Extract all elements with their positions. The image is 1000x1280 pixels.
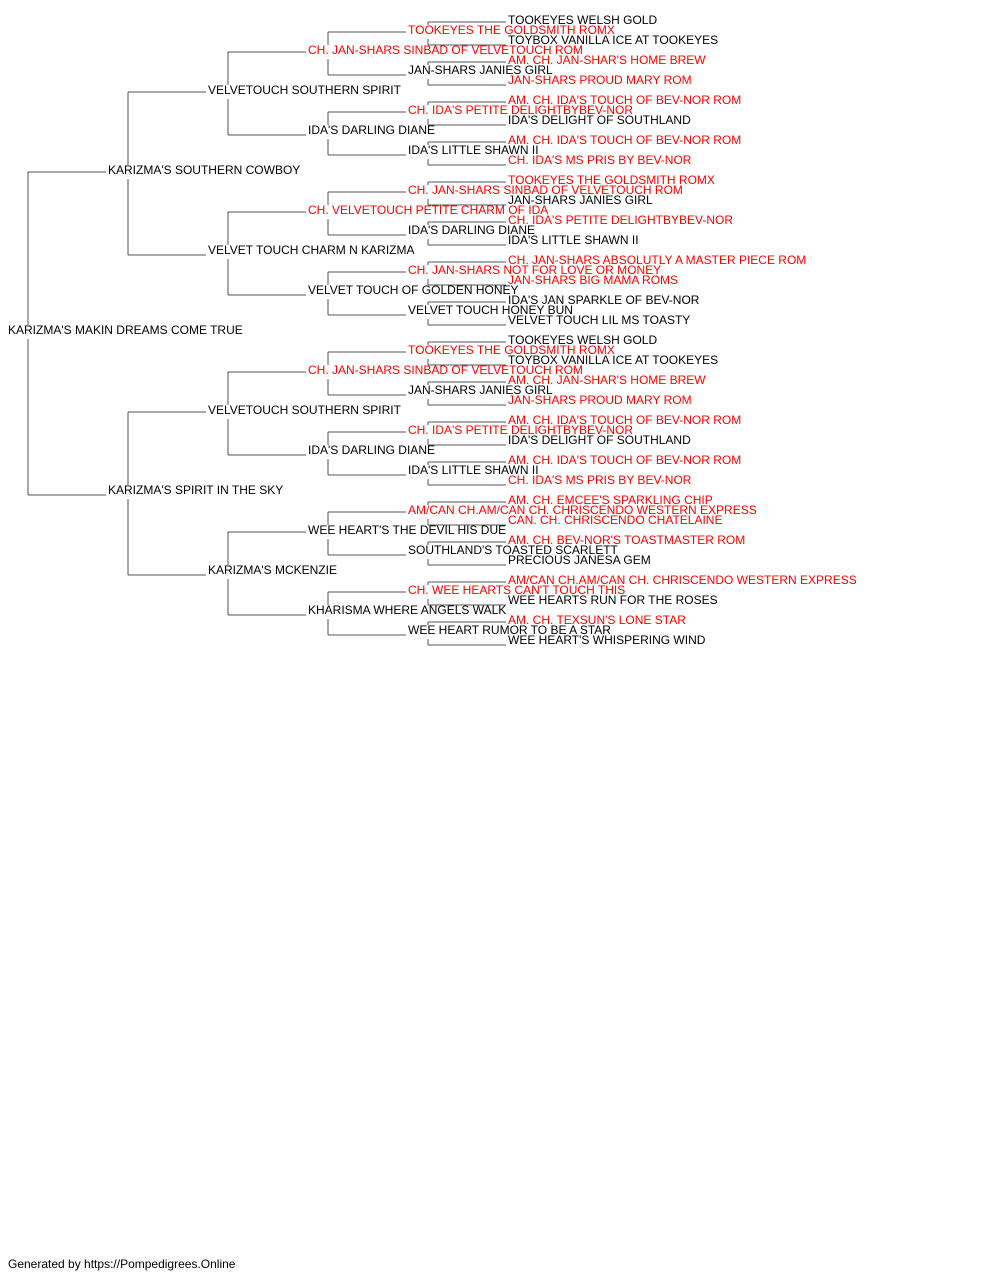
dog-name-gen5: JAN-SHARS BIG MAMA ROMS [508,273,678,287]
dog-name-gen4: WEE HEART RUMOR TO BE A STAR [408,623,611,637]
dog-name-gen5: JAN-SHARS PROUD MARY ROM [508,73,692,87]
dog-name-gen5: CH. IDA'S MS PRIS BY BEV-NOR [508,473,692,487]
dog-name-gen5: JAN-SHARS PROUD MARY ROM [508,393,692,407]
dog-name-gen3: WEE HEART'S THE DEVIL HIS DUE [308,523,506,537]
dog-name-gen2: VELVETOUCH SOUTHERN SPIRIT [208,83,402,97]
dog-name-gen5: AM. CH. TEXSUN'S LONE STAR [508,613,686,627]
dog-name-gen2: VELVET TOUCH CHARM N KARIZMA [208,243,414,257]
dog-name-gen5: IDA'S JAN SPARKLE OF BEV-NOR [508,293,700,307]
dog-name-gen4: SOUTHLAND'S TOASTED SCARLETT [408,543,619,557]
dog-name-gen4: CH. IDA'S PETITE DELIGHTBYBEV-NOR [408,423,633,437]
dog-name-gen5: VELVET TOUCH LIL MS TOASTY [508,313,690,327]
dog-name-gen5: AM. CH. IDA'S TOUCH OF BEV-NOR ROM [508,453,741,467]
dog-name-gen4: CH. JAN-SHARS NOT FOR LOVE OR MONEY [408,263,661,277]
dog-name-gen5: AM. CH. BEV-NOR'S TOASTMASTER ROM [508,533,745,547]
dog-name-gen5: AM. CH. JAN-SHAR'S HOME BREW [508,53,706,67]
dog-name-gen4: IDA'S DARLING DIANE [408,223,535,237]
dog-name-gen5: AM. CH. IDA'S TOUCH OF BEV-NOR ROM [508,413,741,427]
dog-name-gen5: IDA'S DELIGHT OF SOUTHLAND [508,433,691,447]
dog-name-gen4: JAN-SHARS JANIES GIRL [408,63,553,77]
dog-name-gen0: KARIZMA'S MAKIN DREAMS COME TRUE [8,323,243,337]
dog-name-gen4: IDA'S LITTLE SHAWN II [408,143,539,157]
dog-name-gen5: TOYBOX VANILLA ICE AT TOOKEYES [508,33,718,47]
dog-name-gen1: KARIZMA'S SPIRIT IN THE SKY [108,483,283,497]
dog-name-gen4: CH. JAN-SHARS SINBAD OF VELVETOUCH ROM [408,183,683,197]
dog-name-gen5: CH. JAN-SHARS ABSOLUTLY A MASTER PIECE R… [508,253,806,267]
dog-name-gen5: PRECIOUS JANESA GEM [508,553,651,567]
dog-name-gen5: IDA'S LITTLE SHAWN II [508,233,639,247]
dog-name-gen5: IDA'S DELIGHT OF SOUTHLAND [508,113,691,127]
dog-name-gen5: AM/CAN CH.AM/CAN CH. CHRISCENDO WESTERN … [508,573,857,587]
dog-name-gen5: TOOKEYES WELSH GOLD [508,13,657,27]
dog-name-gen2: KARIZMA'S MCKENZIE [208,563,337,577]
dog-name-gen5: WEE HEARTS RUN FOR THE ROSES [508,593,718,607]
dog-name-gen5: AM. CH. JAN-SHAR'S HOME BREW [508,373,706,387]
dog-name-gen5: WEE HEART'S WHISPERING WIND [508,633,706,647]
dog-name-gen2: VELVETOUCH SOUTHERN SPIRIT [208,403,402,417]
dog-name-gen1: KARIZMA'S SOUTHERN COWBOY [108,163,300,177]
dog-name-gen3: KHARISMA WHERE ANGELS WALK [308,603,506,617]
dog-name-gen3: CH. JAN-SHARS SINBAD OF VELVETOUCH ROM [308,363,583,377]
footer-credit: Generated by https://Pompedigrees.Online [8,1257,236,1271]
dog-name-gen5: CH. IDA'S PETITE DELIGHTBYBEV-NOR [508,213,733,227]
dog-name-gen5: JAN-SHARS JANIES GIRL [508,193,653,207]
dog-name-gen5: CH. IDA'S MS PRIS BY BEV-NOR [508,153,692,167]
dog-name-gen4: CH. IDA'S PETITE DELIGHTBYBEV-NOR [408,103,633,117]
dog-name-gen4: TOOKEYES THE GOLDSMITH ROMX [408,23,615,37]
dog-name-gen5: TOOKEYES WELSH GOLD [508,333,657,347]
dog-name-gen5: AM. CH. IDA'S TOUCH OF BEV-NOR ROM [508,93,741,107]
dog-name-gen3: IDA'S DARLING DIANE [308,443,435,457]
dog-name-gen3: VELVET TOUCH OF GOLDEN HONEY [308,283,519,297]
dog-name-gen4: JAN-SHARS JANIES GIRL [408,383,553,397]
dog-name-gen4: IDA'S LITTLE SHAWN II [408,463,539,477]
dog-name-gen4: CH. WEE HEARTS CAN'T TOUCH THIS [408,583,625,597]
dog-name-gen5: TOOKEYES THE GOLDSMITH ROMX [508,173,715,187]
dog-name-gen5: CAN. CH. CHRISCENDO CHATELAINE [508,513,722,527]
dog-name-gen4: AM/CAN CH.AM/CAN CH. CHRISCENDO WESTERN … [408,503,757,517]
dog-name-gen3: CH. JAN-SHARS SINBAD OF VELVETOUCH ROM [308,43,583,57]
dog-name-gen3: IDA'S DARLING DIANE [308,123,435,137]
dog-name-gen4: VELVET TOUCH HONEY BUN [408,303,573,317]
dog-name-gen5: TOYBOX VANILLA ICE AT TOOKEYES [508,353,718,367]
dog-name-gen5: AM. CH. IDA'S TOUCH OF BEV-NOR ROM [508,133,741,147]
dog-name-gen5: AM. CH. EMCEE'S SPARKLING CHIP [508,493,713,507]
dog-name-gen3: CH. VELVETOUCH PETITE CHARM OF IDA [308,203,548,217]
dog-name-gen4: TOOKEYES THE GOLDSMITH ROMX [408,343,615,357]
